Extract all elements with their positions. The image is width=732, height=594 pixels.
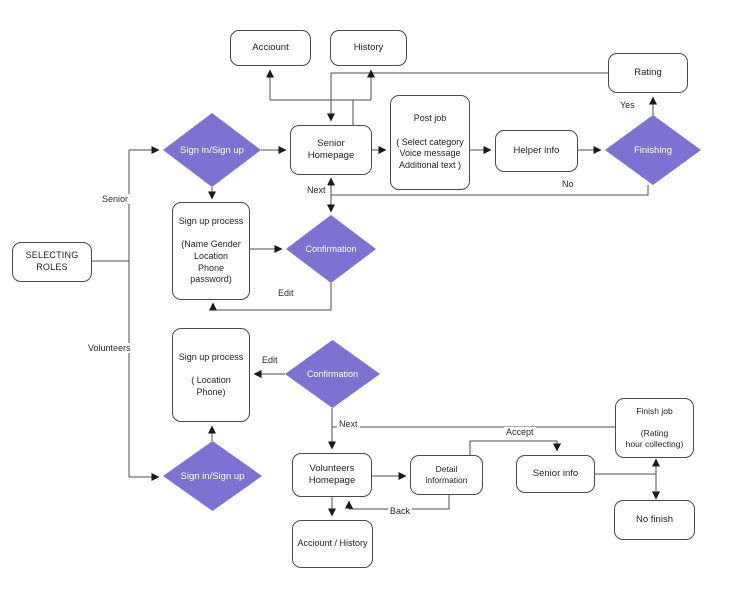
node-selecting-roles: SELECTING ROLES <box>12 242 92 282</box>
node-post-job: Post job ( Select category Voice message… <box>390 95 470 190</box>
node-helper-info: Helper info <box>495 130 578 172</box>
edge-label-edit-senior: Edit <box>276 288 296 298</box>
node-volunteers-homepage: Volunteers Homepage <box>292 453 372 497</box>
node-signup-volunteer: Sign up process ( Location Phone) <box>172 328 250 422</box>
node-acciount: Acciount <box>230 30 311 66</box>
edge-label-next-senior: Next <box>305 185 328 195</box>
node-rating: Rating <box>608 53 688 93</box>
node-finish-job: Finish job (Rating hour collecting) <box>615 398 694 458</box>
edge-label-edit-volunteer: Edit <box>260 355 280 365</box>
node-detail-information: Detail information <box>410 455 483 495</box>
edge-label-yes: Yes <box>618 100 637 110</box>
node-history: History <box>330 30 407 66</box>
edge-label-volunteers: Volunteers <box>86 343 133 353</box>
edge-label-no: No <box>560 179 576 189</box>
node-no-finish: No finish <box>614 500 695 540</box>
edge-label-next-volunteer: Next <box>337 419 360 429</box>
node-senior-info: Senior info <box>516 455 595 493</box>
node-acciount-history: Acciount / History <box>292 520 373 568</box>
edge-label-back: Back <box>388 506 413 516</box>
node-senior-homepage: Senior Homepage <box>290 125 372 175</box>
edge-label-senior: Senior <box>100 194 131 204</box>
edge-label-accept: Accept <box>504 427 536 437</box>
node-signup-senior: Sign up process (Name Gender Location Ph… <box>172 202 250 300</box>
